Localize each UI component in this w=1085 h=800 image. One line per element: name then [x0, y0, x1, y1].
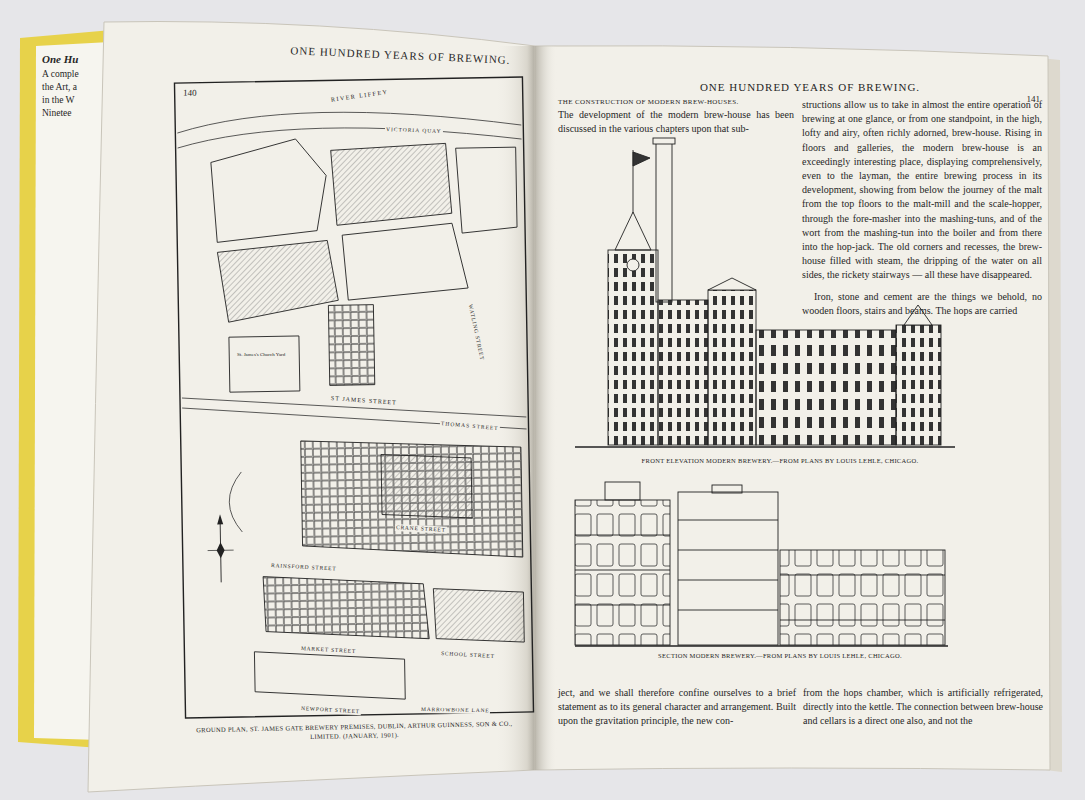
jacket-text: One Hu	[42, 52, 78, 66]
body-paragraph: from the hops chamber, which is artifici…	[803, 686, 1043, 728]
jacket-text: Ninetee	[42, 107, 72, 119]
body-paragraph: structions allow us to take in almost th…	[802, 98, 1042, 283]
jacket-text: the Art, a	[42, 81, 77, 93]
body-paragraph: Iron, stone and cement are the things we…	[802, 290, 1042, 318]
map-label: St. James's Church Yard	[236, 352, 286, 358]
running-head: ONE HUNDRED YEARS OF BREWING.	[660, 80, 960, 94]
gutter-shadow	[535, 46, 557, 770]
section-heading: THE CONSTRUCTION OF MODERN BREW-HOUSES.	[558, 98, 793, 107]
figure-caption: SECTION MODERN BREWERY.—FROM PLANS BY LO…	[590, 652, 970, 660]
right-page	[535, 46, 1050, 770]
ground-plan-map	[174, 77, 533, 718]
gutter-shadow	[495, 46, 535, 770]
body-paragraph: ject, and we shall therefore confine our…	[558, 686, 796, 728]
map-label: MARROWBONE LANE	[420, 706, 490, 714]
left-page	[88, 22, 535, 793]
page-number: 140	[183, 87, 213, 99]
jacket-text: A comple	[42, 68, 79, 80]
body-paragraph: The development of the modern brew-house…	[558, 108, 794, 135]
figure-caption: FRONT ELEVATION MODERN BREWERY.—FROM PLA…	[590, 457, 970, 465]
jacket-text: in the W	[42, 94, 75, 106]
brewery-section	[575, 482, 948, 646]
